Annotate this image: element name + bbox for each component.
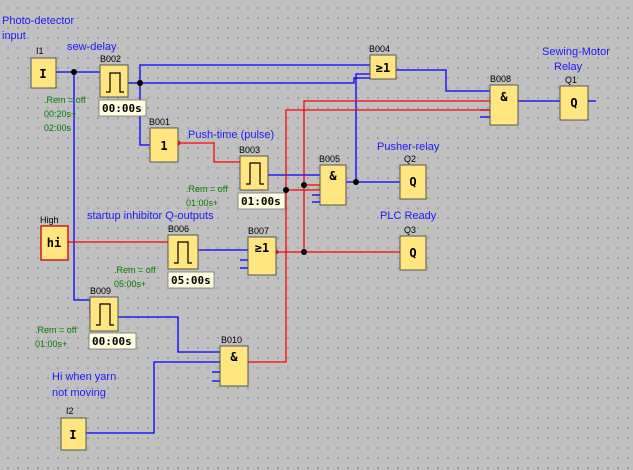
b009-rem: .Rem = off [35,325,77,335]
block-i1-symbol: I [39,67,46,81]
label-pusher-relay: Pusher-relay [377,141,440,153]
label-plc-ready: PLC Ready [380,210,437,222]
block-b005[interactable]: & B005 [319,154,347,206]
block-b007[interactable]: ≥1 B007 [247,226,277,276]
block-b001-name: B001 [149,117,170,127]
block-high[interactable]: hi High [40,215,69,261]
b003-param1: 01:00s+ [186,198,218,208]
block-high-symbol: hi [47,236,61,250]
block-b004-symbol: ≥1 [376,61,390,75]
block-b005-symbol: & [329,169,337,183]
block-q1[interactable]: Q Q1 [559,75,589,121]
wire-b010-b008 [248,109,490,363]
block-q3-name: Q3 [404,225,416,235]
block-q1-symbol: Q [570,96,577,110]
wire-b002-top [139,64,372,83]
label-relay: Relay [554,61,583,73]
block-i1[interactable]: I I1 [30,46,57,89]
block-i2[interactable]: I I2 [60,406,87,451]
block-b001-symbol: 1 [160,139,167,153]
block-b007-name: B007 [248,226,269,236]
block-q2[interactable]: Q Q2 [399,154,427,200]
b002-param2: 02:00s [44,123,72,133]
block-b001[interactable]: 1 B001 [149,117,179,163]
block-b004-name: B004 [369,44,390,54]
blue-wires [56,64,596,434]
b002-param1: 00:20s+ [44,109,76,119]
block-b003-time: 01:00s [241,195,281,208]
block-i1-name: I1 [36,46,44,56]
block-b009-pulse-icon [96,303,114,326]
junction-b007 [301,249,307,255]
block-q3-symbol: Q [409,246,416,260]
block-b003-pulse-icon [246,162,264,185]
label-sewing-motor: Sewing-Motor [542,46,610,58]
red-wires [68,100,490,363]
block-b010-symbol: & [230,350,238,364]
block-b003-name: B003 [239,145,260,155]
b006-param1: 05:00s+ [114,279,146,289]
block-q2-symbol: Q [409,175,416,189]
block-b002-time-box [98,99,147,117]
junction-red-2 [283,187,289,193]
block-b009[interactable]: B009 00:00s [88,286,137,350]
wire-b007-b008 [303,100,490,252]
block-q3[interactable]: Q Q3 [399,225,427,271]
block-b002-pulse-icon [106,72,124,93]
block-high-name: High [40,215,59,225]
block-q1-name: Q1 [565,75,577,85]
block-b002-name: B002 [100,54,121,64]
label-startup-inhibitor: startup inhibitor Q-outputs [87,210,214,222]
block-b008-name: B008 [490,74,511,84]
junction-red-1 [301,182,307,188]
block-b003-time-box [237,192,286,210]
block-b006-pulse-icon [174,241,192,264]
block-b002-time: 00:00s [102,102,142,115]
block-b006-time: 05:00s [171,274,211,287]
block-b004[interactable]: ≥1 B004 [369,44,397,80]
label-not-moving: not moving [52,387,106,399]
junction-b005 [353,179,359,185]
junction-b002 [137,80,143,86]
label-input: input [2,30,26,42]
block-b008-symbol: & [500,90,508,104]
block-b006-time-box [167,271,215,289]
b009-param1: 01:00s+ [35,339,67,349]
b006-rem: .Rem = off [114,265,156,275]
block-i2-symbol: I [69,428,76,442]
block-b007-symbol: ≥1 [255,241,269,255]
block-b008[interactable]: & B008 [489,74,519,126]
wire-q2-b004 [355,73,370,182]
label-sew-delay: sew-delay [67,41,117,53]
wire-b001-b003 [178,142,240,163]
block-b010-name: B010 [221,335,242,345]
b002-rem: .Rem = off [44,95,86,105]
label-hi-when-yarn: Hi when yarn [52,371,116,383]
block-b010[interactable]: & B010 [219,335,249,387]
block-q2-name: Q2 [404,154,416,164]
block-b005-name: B005 [319,154,340,164]
label-push-time: Push-time (pulse) [188,129,274,141]
wire-i2-b010 [86,361,220,434]
wire-b004-b008 [396,69,490,92]
junction-i1 [71,69,77,75]
wire-b009-b010 [118,316,220,353]
label-photo-detector: Photo-detector [2,15,74,27]
b003-rem: .Rem = off [186,184,228,194]
block-i2-name: I2 [66,406,74,416]
block-b009-time: 00:00s [92,335,132,348]
wire-b002-b004 [140,77,370,84]
block-b003[interactable]: B003 01:00s [237,145,286,210]
wire-i1-b009 [73,72,100,318]
block-b009-name: B009 [90,286,111,296]
block-b002[interactable]: B002 00:00s [98,54,147,117]
block-b009-time-box [88,332,137,350]
block-b006-name: B006 [168,224,189,234]
block-b006[interactable]: B006 05:00s [167,224,215,289]
